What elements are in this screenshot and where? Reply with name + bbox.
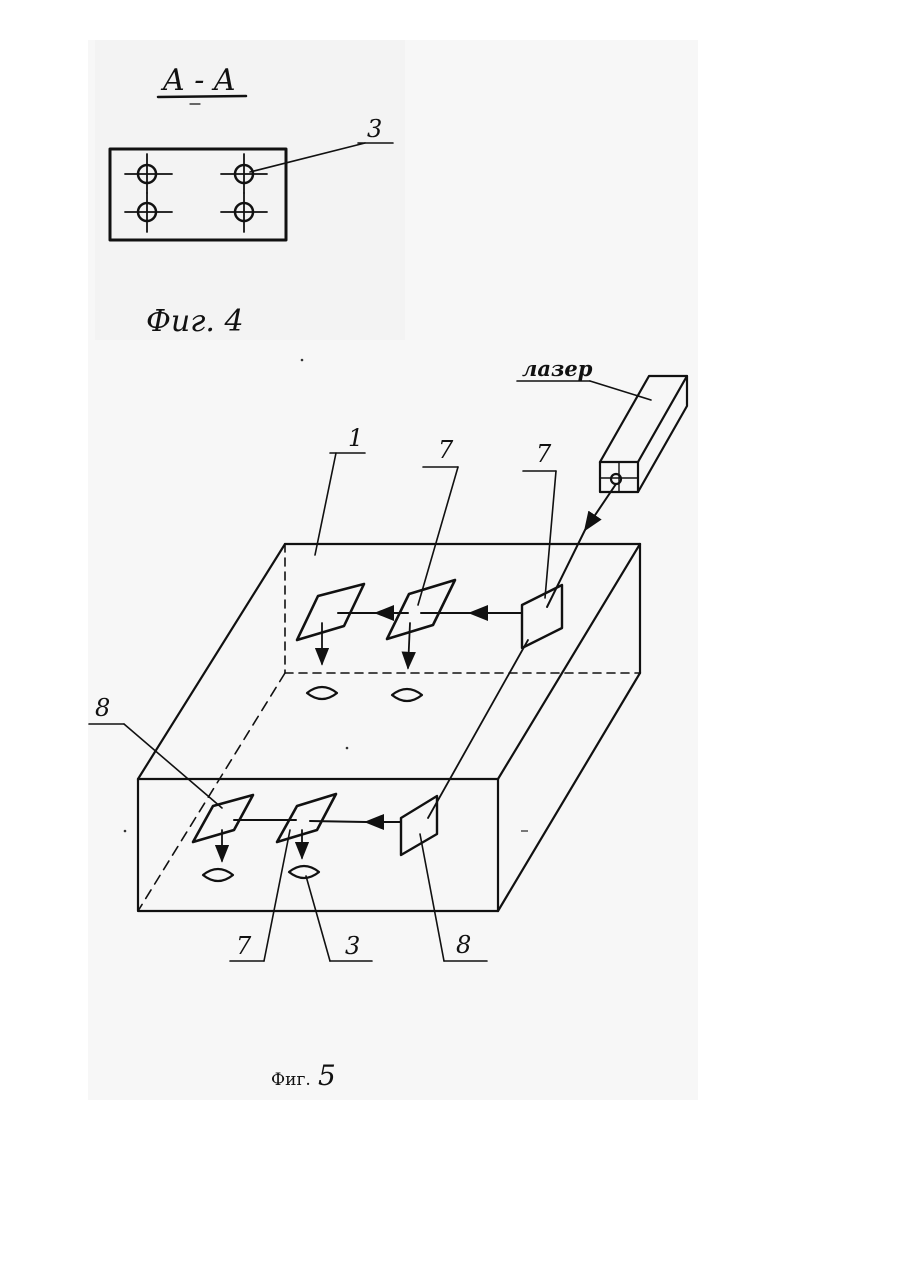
speck [346,747,349,750]
mirror-bottom-right-leader [420,834,444,961]
eye-top-middle [392,689,422,701]
figure-5-caption-number: 5 [318,1059,336,1092]
housing-leader-line [315,453,336,555]
figure-5: лазер 1 [89,356,687,1092]
eye-bottom-left [203,869,233,881]
mirror-top-middle-label: 7 [438,436,454,464]
mirror-bottom-middle-leader [264,830,290,961]
hole-bottom-left [125,193,172,232]
laser-beam-segment [547,530,585,607]
mirror-bottom-right [401,796,437,855]
beam-down-top-middle [408,623,410,668]
housing-label: 1 [348,424,363,452]
speck [301,359,304,362]
beam-bottom-2 [310,821,366,822]
laser-unit [600,376,687,492]
eye-bottom-middle [289,866,319,878]
hole-top-right [221,154,267,193]
eye-bottom-leader [306,876,330,961]
mirror-top-right [522,585,562,648]
mirror-top-middle [387,580,455,639]
section-label: A - A [160,63,236,98]
housing-box [138,544,640,911]
eye-top-left [307,687,337,699]
mirror-bottom-middle [277,794,336,842]
mirror-top-right-label: 7 [536,440,552,468]
mirror-top-right-leader [545,471,556,598]
beam-descending [428,640,528,818]
eye-bottom-label: 3 [345,932,360,960]
section-plate [110,149,286,240]
speck [124,830,127,833]
laser-label: лазер [522,356,593,381]
figure-4-caption: Фиг. 4 [146,304,244,339]
figure-4: A - A [110,63,393,339]
figure-5-caption-prefix: Фиг. [271,1070,311,1090]
mirror-bottom-left-label: 8 [95,694,110,722]
hole-bottom-right [221,193,267,232]
mirror-bottom-middle-label: 7 [236,932,252,960]
mirror-bottom-left [193,795,253,842]
section-underline [158,96,246,97]
hole-leader-line [250,143,365,172]
mirror-bottom-right-label: 8 [456,931,471,959]
hole-top-left [125,154,172,193]
hole-label: 3 [367,115,382,143]
